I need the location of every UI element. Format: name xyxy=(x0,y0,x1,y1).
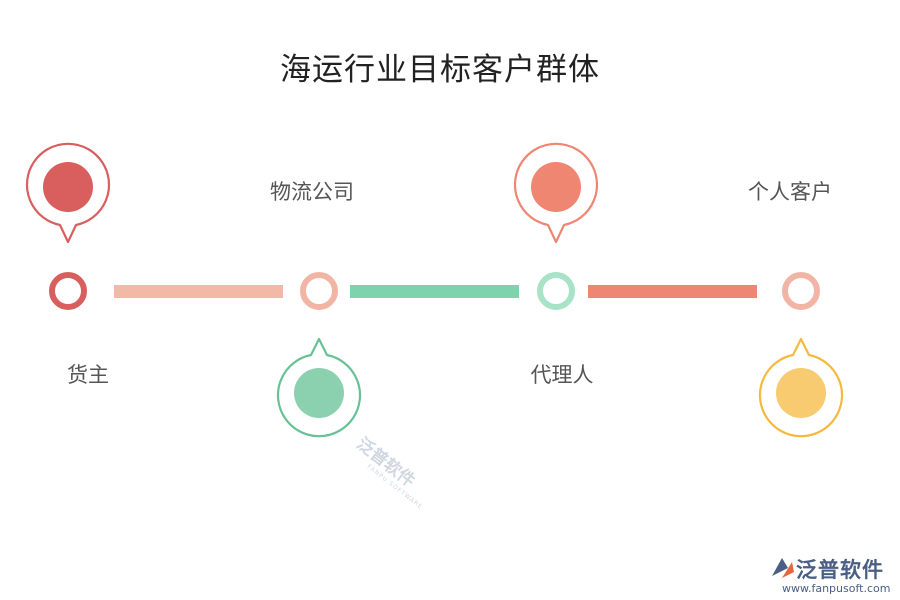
pin-dot-4 xyxy=(776,368,826,418)
node-label-1: 货主 xyxy=(67,363,109,387)
node-ring-3 xyxy=(537,272,575,310)
brand-url: www.fanpusoft.com xyxy=(782,582,891,595)
node-ring-2 xyxy=(300,272,338,310)
node-ring-1 xyxy=(49,272,87,310)
node-label-3: 代理人 xyxy=(530,363,594,387)
brand-name: 泛普软件 xyxy=(796,558,884,582)
pin-dot-2 xyxy=(294,368,344,418)
page-title: 海运行业目标客户群体 xyxy=(280,52,600,88)
pin-dot-1 xyxy=(43,162,93,212)
node-label-4: 个人客户 xyxy=(748,180,832,204)
brand-mark-icon xyxy=(772,558,794,578)
node-label-2: 物流公司 xyxy=(270,180,354,204)
pin-dot-3 xyxy=(531,162,581,212)
node-ring-4 xyxy=(782,272,820,310)
connector-bar-2 xyxy=(350,285,519,298)
connector-bar-3 xyxy=(588,285,757,298)
connector-bar-1 xyxy=(114,285,283,298)
brand-logo: 泛普软件 www.fanpusoft.com xyxy=(768,552,898,598)
